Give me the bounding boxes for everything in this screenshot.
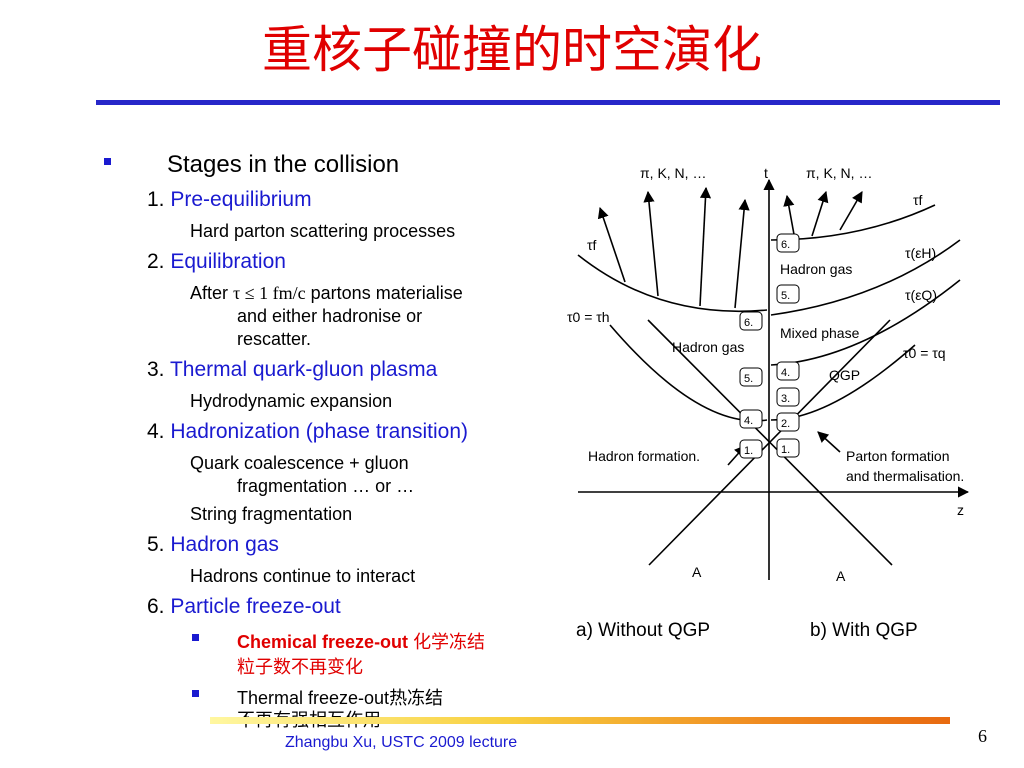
title-divider	[96, 100, 1000, 105]
stage-number: 1.	[147, 188, 165, 211]
stage-5: 5. Hadron gas	[147, 533, 279, 557]
stage-label: Hadron gas	[170, 533, 279, 556]
stage-2-detail-line-2: and either hadronise or	[237, 306, 423, 326]
stage-label: Particle freeze-out	[170, 595, 341, 618]
stage-1: 1. Pre-equilibrium	[147, 188, 312, 212]
square-bullet-icon	[104, 158, 111, 165]
tau-expression: τ ≤ 1 fm/c	[233, 283, 306, 303]
stage-4-detail-line-1: Quark coalescence + gluon	[190, 453, 409, 473]
stage-3-detail: Hydrodynamic expansion	[190, 391, 393, 411]
stage-4-detail-line-2: fragmentation … or …	[237, 476, 415, 496]
tau-f-label-left: τf	[587, 237, 597, 253]
stage-2-detail-line-3: rescatter.	[237, 329, 312, 349]
light-cone-line	[647, 319, 893, 566]
page-number: 6	[978, 726, 987, 746]
stage-5-detail: Hadrons continue to interact	[190, 566, 416, 586]
particle-arrow	[783, 194, 796, 241]
stage-marker-right-4: 4.	[781, 367, 790, 379]
stage-number: 6.	[147, 595, 165, 618]
tau-f-label-right: τf	[913, 192, 923, 208]
thermal-freeze-out-line-1: Thermal freeze-out热冻结	[237, 688, 444, 709]
stage-number: 4.	[147, 420, 165, 443]
hadron-gas-right-label: Hadron gas	[780, 261, 852, 277]
parton-formation-label-2: and thermalisation.	[846, 468, 964, 484]
chemical-freeze-out-line-1: Chemical freeze-out 化学冻结	[237, 632, 486, 653]
tau-eh-label: τ(εH)	[905, 245, 936, 261]
stage-marker-right-6: 6.	[781, 239, 790, 251]
stage-label: Hadronization (phase transition)	[170, 420, 469, 443]
particle-arrow	[699, 186, 712, 307]
nucleus-a-right: A	[836, 568, 846, 584]
footer-credit: Zhangbu Xu, USTC 2009 lecture	[285, 734, 518, 751]
qgp-label: QGP	[829, 367, 860, 383]
stage-marker-left-4: 4.	[744, 415, 753, 427]
slide-title: 重核子碰撞的时空演化	[262, 21, 762, 79]
tau-eh-hyperbola-right	[770, 239, 961, 316]
parton-formation-label-1: Parton formation	[846, 448, 950, 464]
stage-label: Equilibration	[170, 250, 286, 273]
particle-arrow	[643, 190, 659, 297]
caption-with-qgp: b) With QGP	[810, 620, 918, 641]
stage-label: Pre-equilibrium	[170, 188, 312, 211]
hadron-gas-left-label: Hadron gas	[672, 339, 744, 355]
particle-arrow	[839, 191, 863, 231]
stage-number: 3.	[147, 358, 165, 381]
tau-f-hyperbola-left	[577, 254, 768, 313]
stage-4: 4. Hadronization (phase transition)	[147, 420, 468, 444]
stage-label: Thermal quark-gluon plasma	[169, 358, 438, 381]
spacetime-diagram: 6. 5. 4. 1. 6. 5. 4. 3. 2. 1. π, K, N, ……	[567, 165, 970, 584]
particles-label-right: π, K, N, …	[806, 165, 872, 181]
chemical-freeze-out-line-2: 粒子数不再变化	[237, 657, 363, 678]
tau0-q-label: τ0 = τq	[903, 345, 946, 361]
caption-without-qgp: a) Without QGP	[576, 620, 711, 641]
stage-marker-left-5: 5.	[744, 373, 753, 385]
mixed-phase-label: Mixed phase	[780, 325, 860, 341]
particles-label-left: π, K, N, …	[640, 165, 706, 181]
particle-arrow	[597, 206, 626, 283]
z-axis-label: z	[957, 502, 964, 518]
stage-1-detail: Hard parton scattering processes	[190, 221, 456, 241]
stage-marker-right-5: 5.	[781, 290, 790, 302]
square-bullet-icon	[192, 690, 199, 697]
nucleus-a-left: A	[692, 564, 702, 580]
stage-number: 2.	[147, 250, 165, 273]
square-bullet-icon	[192, 634, 199, 641]
pointer-arrow	[817, 431, 841, 453]
outline-heading: Stages in the collision	[167, 151, 400, 178]
stage-marker-right-2: 2.	[781, 418, 790, 430]
particle-arrow	[811, 190, 829, 237]
stage-3: 3. Thermal quark-gluon plasma	[147, 358, 437, 382]
stage-number: 5.	[147, 533, 165, 556]
hadron-formation-label: Hadron formation.	[588, 448, 700, 464]
stage-marker-left-1: 1.	[744, 445, 753, 457]
footer-gradient-bar	[210, 717, 950, 724]
t-axis-label: t	[764, 165, 768, 181]
stage-marker-left-6: 6.	[744, 317, 753, 329]
stage-2-detail-line-1: After τ ≤ 1 fm/c partons materialise	[190, 283, 463, 303]
stage-marker-right-1: 1.	[781, 444, 790, 456]
stage-2: 2. Equilibration	[147, 250, 286, 274]
stage-marker-right-3: 3.	[781, 393, 790, 405]
stage-6: 6. Particle freeze-out	[147, 595, 341, 619]
tau0-h-label: τ0 = τh	[567, 309, 610, 325]
tau-eq-label: τ(εQ)	[905, 287, 937, 303]
particle-arrow	[734, 198, 750, 309]
stage-4-detail-line-3: String fragmentation	[190, 504, 353, 524]
